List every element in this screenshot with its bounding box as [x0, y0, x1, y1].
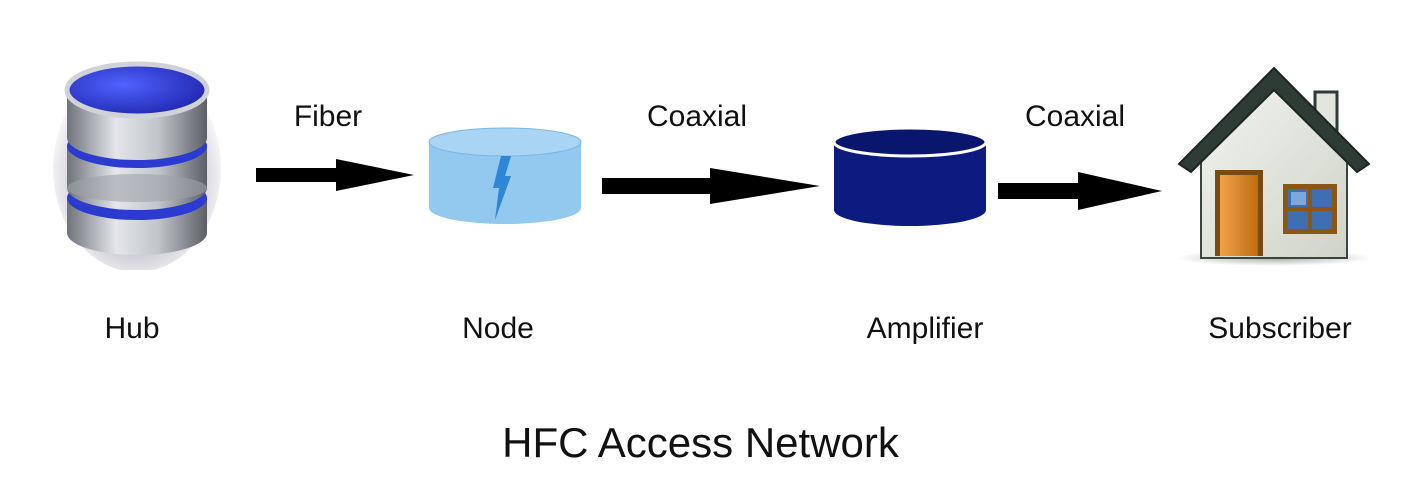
node-label-subscriber: Subscriber	[1208, 312, 1352, 345]
optical-node-cylinder-icon	[428, 127, 582, 224]
diagram-caption: HFC Access Network	[502, 419, 899, 466]
edge-label-fiber: Fiber	[293, 100, 363, 133]
edge-label-coaxial-1: Coaxial	[646, 100, 748, 133]
node-label-node: Node	[462, 312, 534, 345]
edge-arrow-hub-node	[256, 159, 414, 191]
database-stack-icon	[53, 61, 221, 270]
node-label-hub: Hub	[104, 312, 160, 345]
edge-arrow-node-amplifier	[602, 168, 820, 204]
house-icon	[1176, 66, 1372, 266]
node-label-amplifier: Amplifier	[866, 312, 984, 345]
amplifier-cylinder-icon	[832, 126, 988, 226]
edge-arrow-amplifier-subscriber	[998, 172, 1162, 210]
edge-label-coaxial-2: Coaxial	[1024, 100, 1126, 133]
